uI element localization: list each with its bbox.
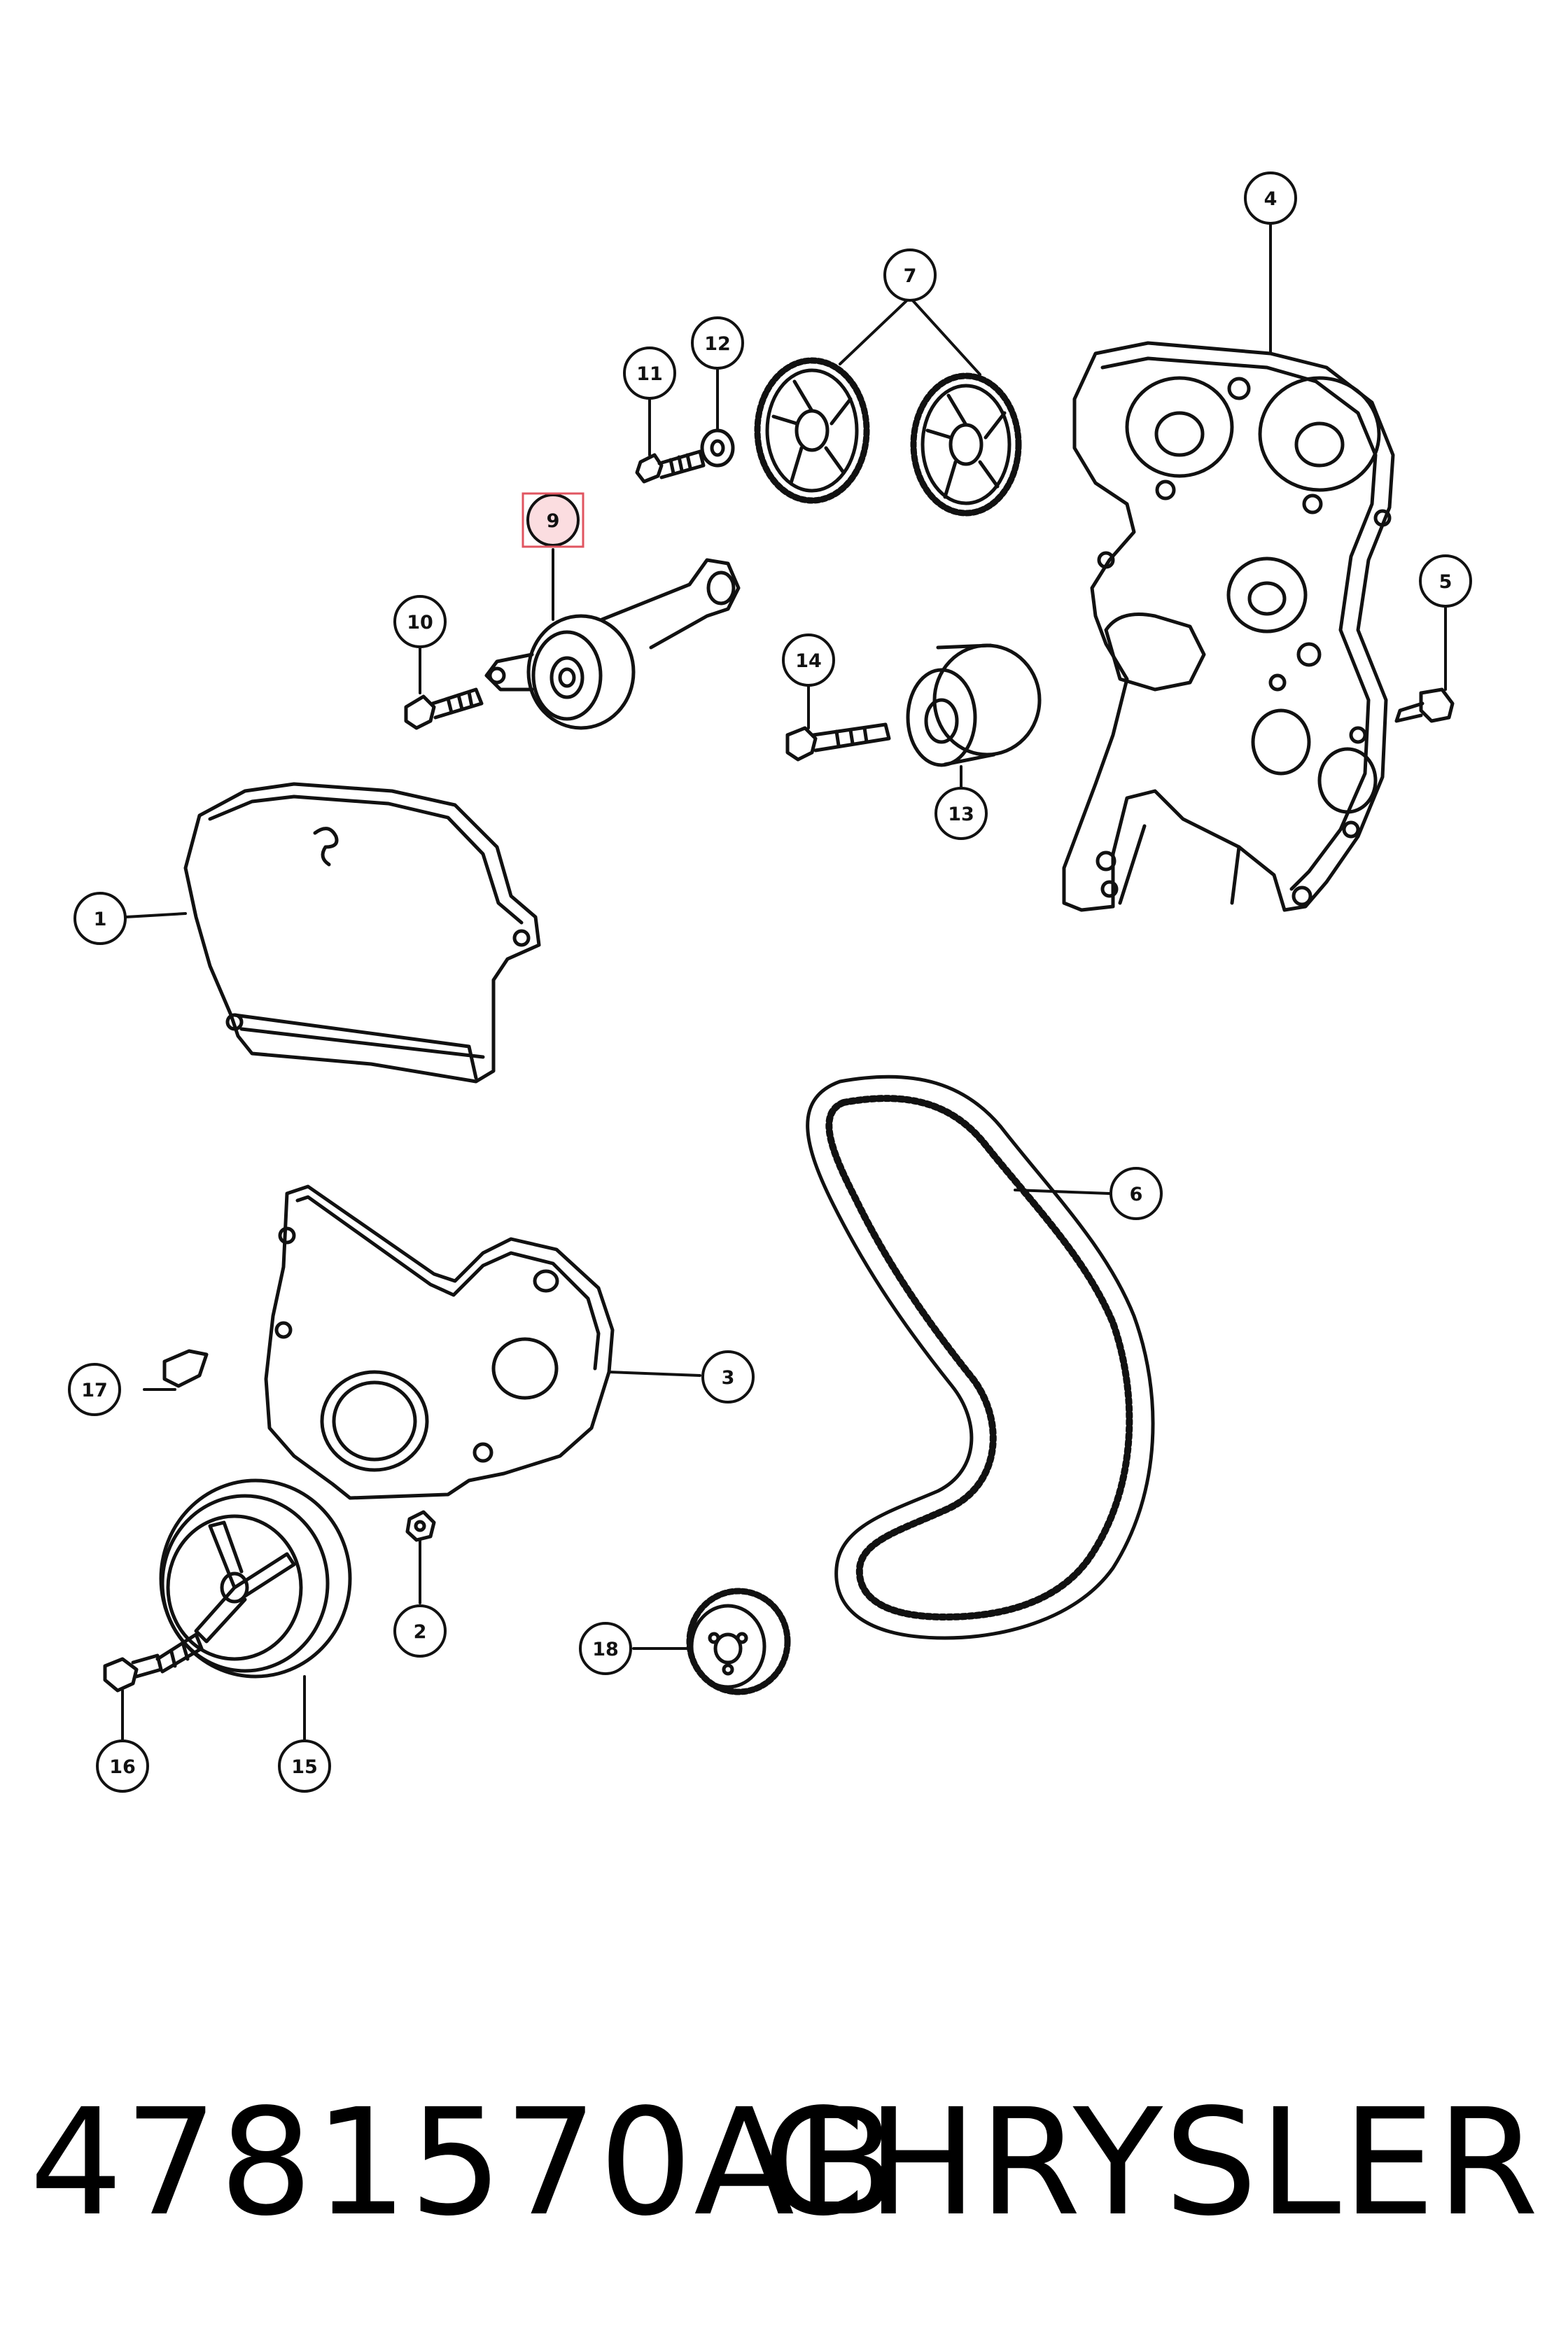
svg-text:18: 18 — [592, 1639, 619, 1660]
callout-11[interactable]: 11 — [623, 346, 676, 400]
callout-18[interactable]: 18 — [579, 1622, 632, 1675]
svg-text:10: 10 — [407, 612, 433, 634]
bolt-11 — [635, 449, 706, 484]
leader-lines — [121, 216, 1447, 1744]
callout-5[interactable]: 5 — [1419, 554, 1472, 608]
svg-text:3: 3 — [722, 1367, 735, 1389]
bolt-5 — [1394, 687, 1455, 723]
callout-16[interactable]: 16 — [96, 1740, 149, 1793]
callout-15[interactable]: 15 — [278, 1740, 331, 1793]
svg-text:17: 17 — [81, 1380, 108, 1401]
brand-name: CHRYSLER — [762, 2077, 1540, 2248]
part-number: 4781570AB — [29, 2077, 898, 2248]
svg-text:9: 9 — [547, 510, 560, 532]
callout-13[interactable]: 13 — [934, 787, 988, 840]
callout-3[interactable]: 3 — [701, 1350, 755, 1404]
svg-text:6: 6 — [1130, 1184, 1143, 1205]
tensioner-9 — [484, 558, 741, 730]
callout-4[interactable]: 4 — [1244, 172, 1297, 225]
rear-timing-cover — [1062, 341, 1395, 912]
timing-belt-6 — [806, 1074, 1155, 1640]
washer-12 — [700, 428, 735, 468]
callout-17[interactable]: 17 — [68, 1363, 121, 1416]
footer: 4781570AB CHRYSLER — [0, 2072, 1568, 2254]
svg-text:11: 11 — [636, 363, 663, 385]
svg-text:7: 7 — [904, 265, 917, 287]
callout-6[interactable]: 6 — [1110, 1167, 1163, 1220]
crank-sprocket-18 — [686, 1588, 791, 1695]
lower-timing-cover — [264, 1184, 615, 1500]
crankshaft-damper-15 — [159, 1478, 352, 1679]
svg-text:12: 12 — [704, 333, 731, 355]
bolt-16 — [103, 1632, 204, 1693]
svg-text:14: 14 — [795, 650, 822, 672]
svg-text:1: 1 — [94, 909, 107, 930]
callout-9-highlighted[interactable]: 9 — [522, 492, 584, 548]
svg-text:2: 2 — [414, 1621, 427, 1643]
idler-pulley-13 — [906, 643, 1042, 767]
callout-2[interactable]: 2 — [393, 1604, 447, 1658]
upper-timing-cover — [183, 782, 541, 1084]
stud-2 — [405, 1510, 436, 1542]
callout-12[interactable]: 12 — [691, 316, 744, 370]
callout-1[interactable]: 1 — [74, 892, 127, 945]
camshaft-sprockets — [754, 357, 1022, 517]
svg-text:15: 15 — [291, 1756, 318, 1778]
bolt-10 — [404, 687, 484, 730]
svg-text:5: 5 — [1439, 571, 1452, 593]
svg-text:4: 4 — [1264, 188, 1278, 210]
callout-7[interactable]: 7 — [883, 248, 937, 302]
svg-text:16: 16 — [109, 1756, 136, 1778]
callout-10[interactable]: 10 — [393, 595, 447, 648]
bolt-14 — [785, 722, 891, 762]
key-17 — [162, 1349, 209, 1388]
svg-text:13: 13 — [948, 804, 974, 825]
callouts: 4 7 11 12 9 10 14 13 5 1 6 3 17 2 18 16 … — [68, 172, 1472, 1793]
callout-14[interactable]: 14 — [782, 634, 835, 687]
